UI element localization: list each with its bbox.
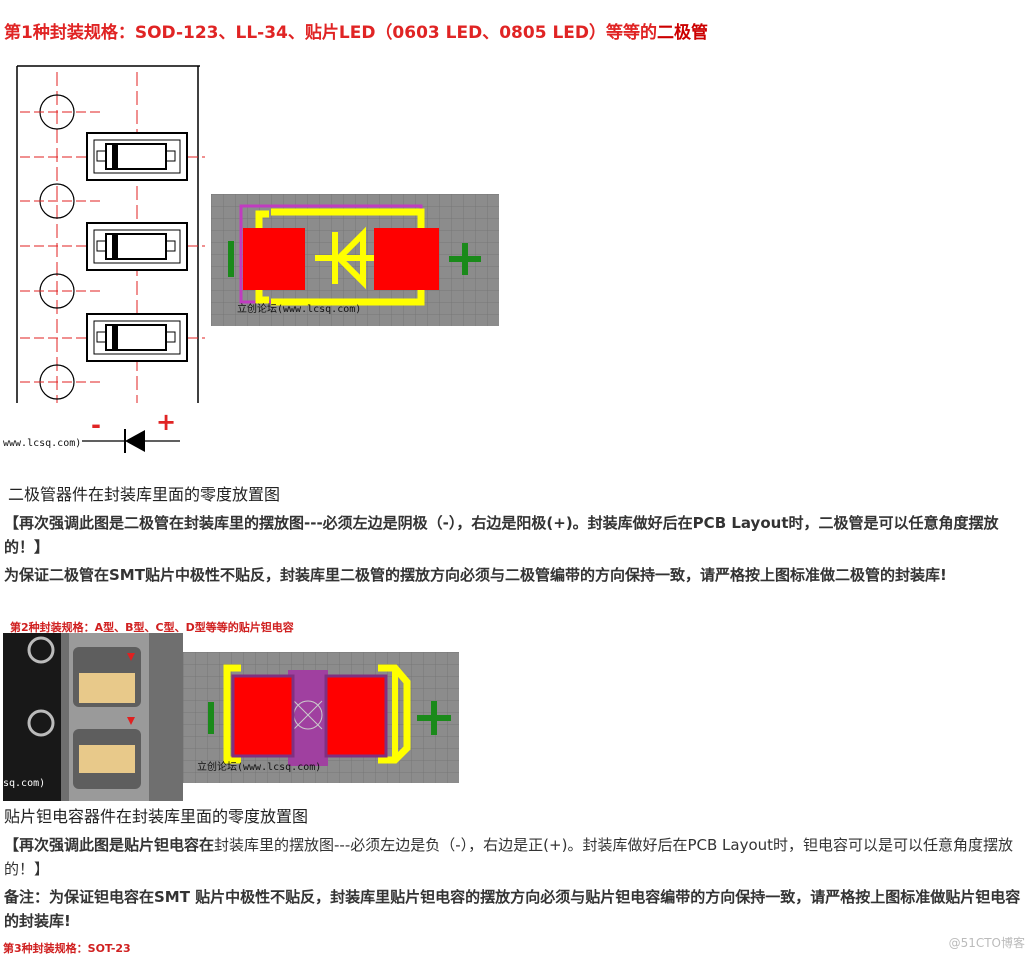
diode-tape-drawing: [16, 65, 205, 453]
diode-silk-icon: [315, 226, 374, 290]
diode-pocket-1: [86, 132, 188, 181]
section2-caption: 贴片钽电容器件在封装库里面的零度放置图: [4, 807, 309, 826]
section2-title: 第2种封装规格：A型、B型、C型、D型等等的贴片钽电容: [10, 621, 294, 634]
tantalum-tape-photo: [3, 633, 183, 801]
section1-title-prefix: 第1种封装规格：SOD-123、LL-34、贴片LED（0603 LED、080…: [4, 23, 658, 43]
section3-title: 第3种封装规格：SOT-23: [3, 942, 131, 955]
pcb2-watermark: 立创论坛(www.lcsq.com): [197, 762, 322, 773]
section2-para1-b: 封装库里的摆放图---必须左边是负（-），右边是正(+)。封装库做好后在PCB …: [4, 836, 1014, 878]
pcb1-watermark: 立创论坛(www.lcsq.com): [237, 304, 362, 315]
minus-sign: -: [91, 411, 101, 439]
section1-title-emph: 二极管: [657, 23, 709, 43]
negative-pad: [231, 674, 295, 758]
anode-pad: [374, 228, 439, 290]
section2-para2: 备注：为保证钽电容在SMT 贴片中极性不贴反，封装库里贴片钽电容的摆放方向必须与…: [4, 888, 1021, 930]
tantalum-pcb-footprint: [183, 652, 459, 783]
section2-para1-a: 【再次强调此图是贴片钽电容在: [4, 836, 215, 854]
section1-caption: 二极管器件在封装库里面的零度放置图: [8, 485, 281, 504]
diode-pocket-3: [86, 313, 188, 362]
diode-pcb-footprint: [211, 194, 499, 326]
section1-title: 第1种封装规格：SOD-123、LL-34、贴片LED（0603 LED、080…: [4, 18, 708, 43]
diode-symbol-icon: [125, 430, 145, 452]
positive-pad: [324, 674, 388, 758]
site-watermark: @51CTO博客: [948, 936, 1025, 950]
cathode-pad: [243, 228, 305, 290]
section1-para2: 为保证二极管在SMT贴片中极性不贴反，封装库里二极管的摆放方向必须与二极管编带的…: [4, 566, 947, 584]
plus-sign: +: [156, 408, 177, 436]
diode-pocket-2: [86, 222, 188, 271]
photo-watermark: sq.com): [3, 778, 46, 789]
section2-para1: 【再次强调此图是贴片钽电容在封装库里的摆放图---必须左边是负（-），右边是正(…: [4, 833, 1024, 881]
section1-para1: 【再次强调此图是二极管在封装库里的摆放图---必须左边是阴极（-），右边是阳极(…: [4, 514, 999, 556]
tape-watermark: www.lcsq.com): [3, 438, 82, 449]
